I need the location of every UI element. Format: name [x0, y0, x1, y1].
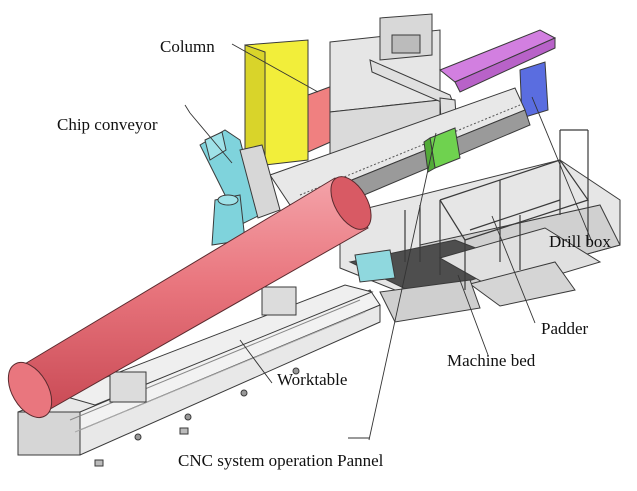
label-padder: Padder [541, 319, 589, 338]
rail [369, 29, 557, 151]
label-worktable: Worktable [277, 370, 348, 389]
workpiece [7, 176, 372, 418]
drill-box [423, 127, 461, 173]
leader-lines [184, 43, 593, 441]
worktable [17, 284, 381, 467]
label-chip-conveyor: Chip conveyor [57, 115, 158, 134]
padder [404, 129, 589, 290]
label-cnc-panel: CNC system operation Pannel [178, 451, 384, 470]
column [244, 13, 441, 166]
chip-conveyor [199, 129, 281, 246]
label-column: Column [160, 37, 215, 56]
label-drill-box: Drill box [549, 232, 611, 251]
label-machine-bed: Machine bed [447, 351, 536, 370]
